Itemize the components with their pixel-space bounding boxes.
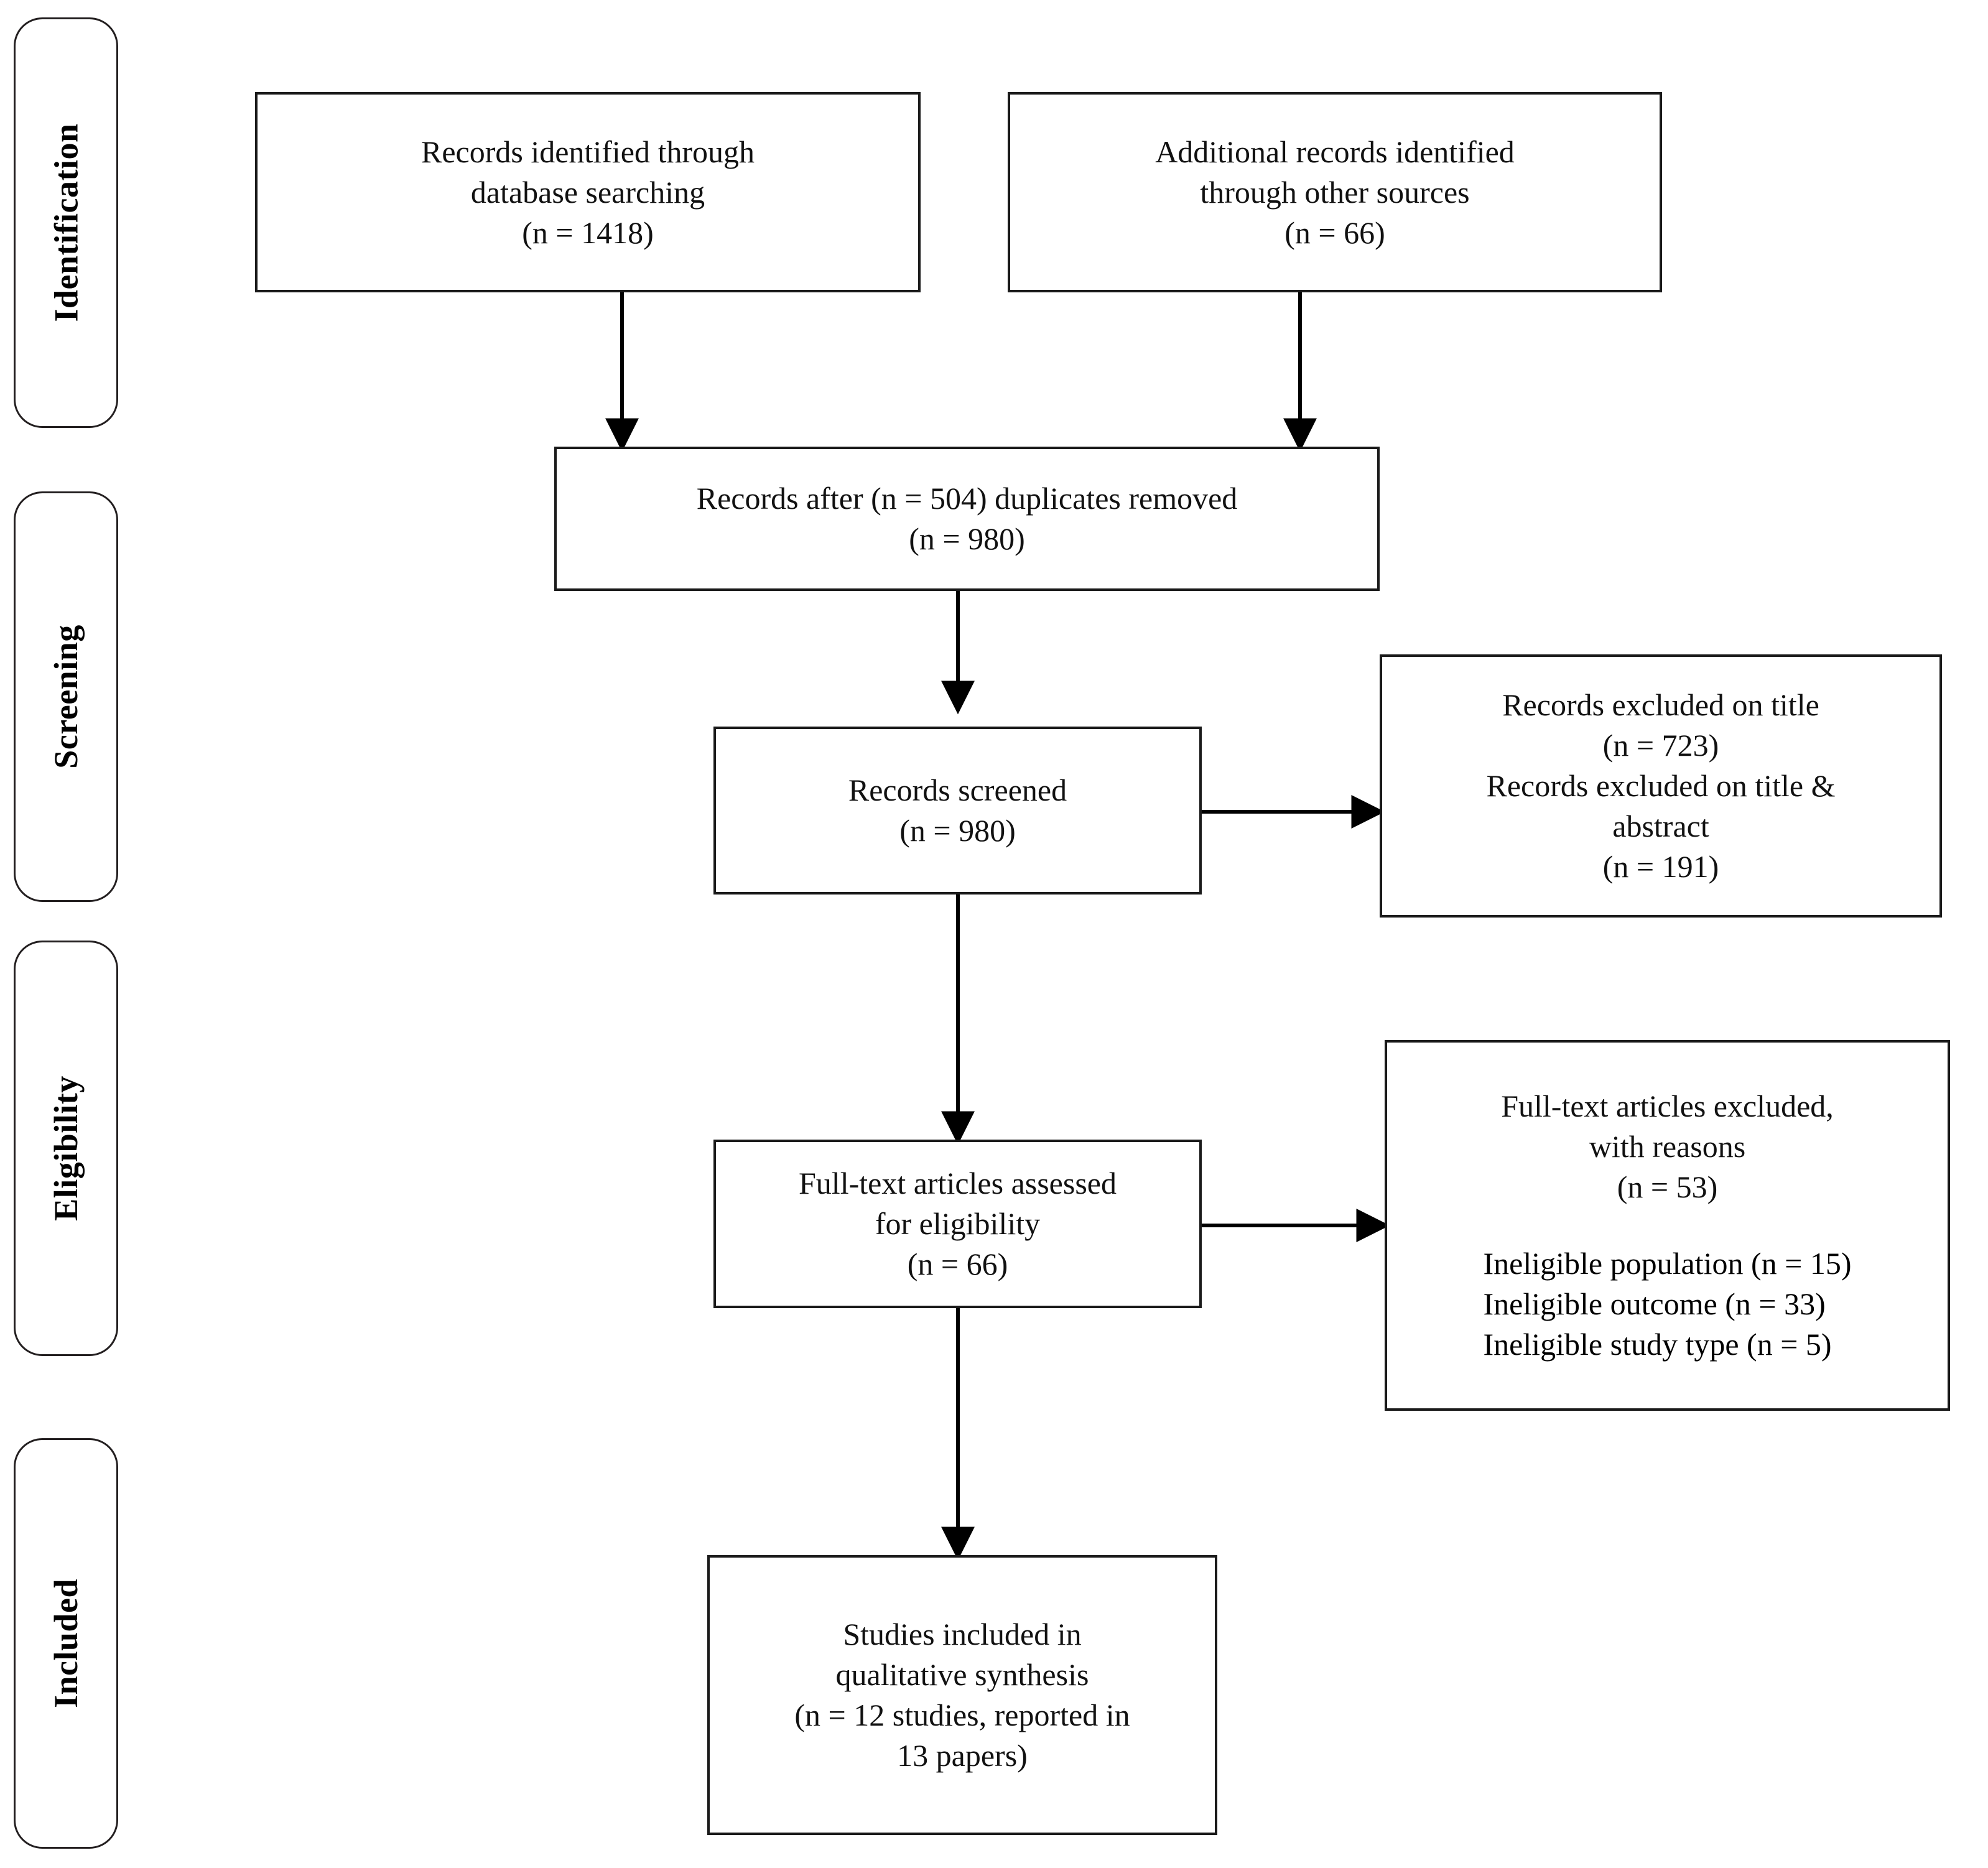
stage-label-eligibility: Eligibility (47, 1076, 85, 1221)
box-text-records-after-duplicates-removed: Records after (n = 504) duplicates remov… (696, 481, 1238, 556)
box-text-fulltext-assessed: Full-text articles assessed for eligibil… (799, 1166, 1117, 1281)
box-text-studies-included: Studies included in qualitative synthesi… (794, 1617, 1130, 1773)
stage-pill-screening: Screening (14, 491, 118, 902)
box-additional-records-other-sources: Additional records identified through ot… (1008, 92, 1662, 292)
box-text-records-identified-database: Records identified through database sear… (421, 134, 755, 250)
fulltext-excluded-content: Full-text articles excluded, with reason… (1398, 1086, 1936, 1365)
box-records-screened: Records screened (n = 980) (713, 727, 1202, 895)
stage-label-included: Included (47, 1578, 85, 1709)
box-text-records-excluded: Records excluded on title (n = 723) Reco… (1486, 687, 1836, 884)
box-text-records-screened: Records screened (n = 980) (848, 773, 1067, 848)
box-text-additional-records-other-sources: Additional records identified through ot… (1155, 134, 1515, 250)
stage-label-identification: Identification (47, 123, 85, 322)
stage-pill-eligibility: Eligibility (14, 941, 118, 1356)
box-records-after-duplicates-removed: Records after (n = 504) duplicates remov… (554, 447, 1380, 591)
stage-pill-identification: Identification (14, 17, 118, 428)
box-fulltext-excluded: Full-text articles excluded, with reason… (1385, 1040, 1950, 1411)
box-records-excluded: Records excluded on title (n = 723) Reco… (1380, 654, 1942, 918)
stage-label-screening: Screening (47, 625, 85, 769)
box-studies-included: Studies included in qualitative synthesi… (707, 1555, 1217, 1835)
box-text-fulltext-excluded-heading: Full-text articles excluded, with reason… (1501, 1089, 1834, 1204)
stage-pill-included: Included (14, 1438, 118, 1849)
box-fulltext-assessed: Full-text articles assessed for eligibil… (713, 1140, 1202, 1308)
box-text-fulltext-excluded-reasons: Ineligible population (n = 15) Ineligibl… (1483, 1246, 1852, 1362)
box-records-identified-database: Records identified through database sear… (255, 92, 921, 292)
